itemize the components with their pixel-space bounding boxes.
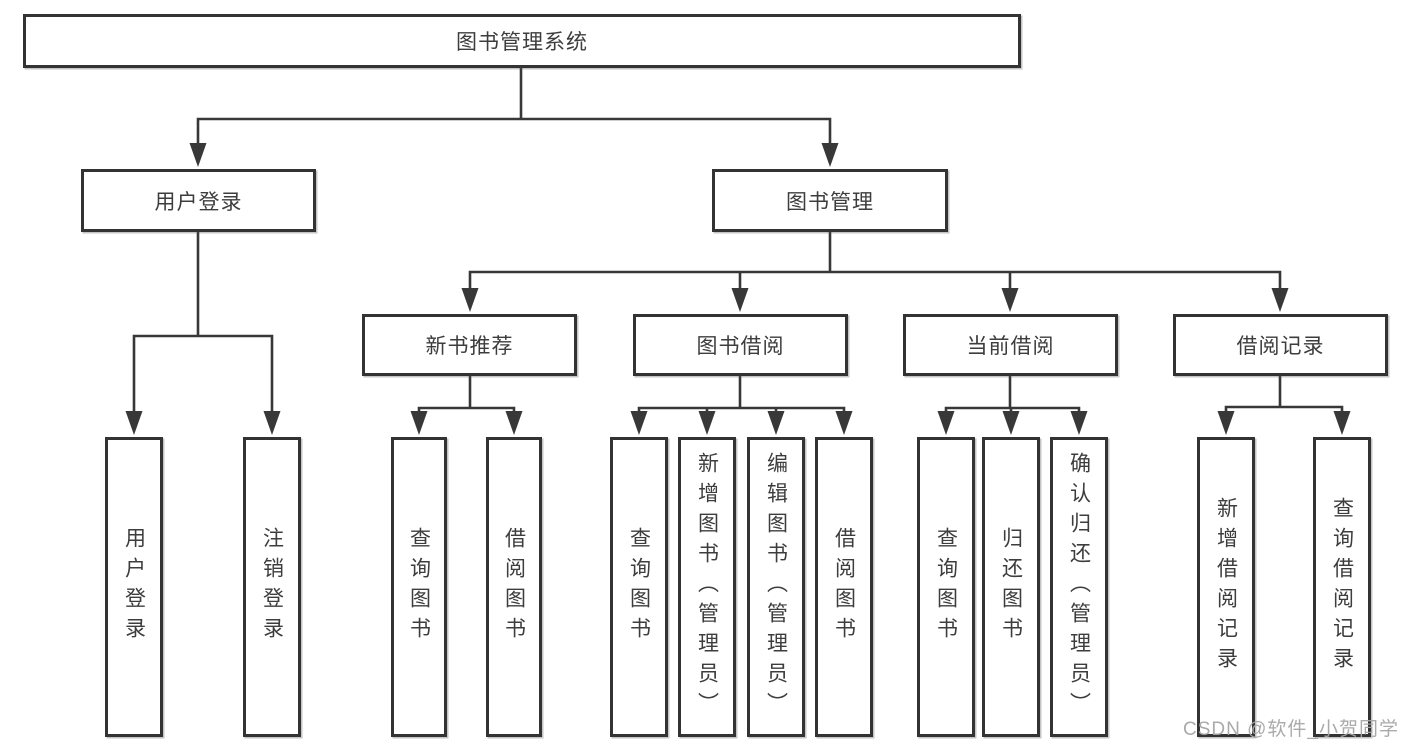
leaf-query-books-recommend-label: 查询图书 (407, 527, 431, 647)
node-borrow-records-label: 借阅记录 (1236, 335, 1325, 358)
leaf-add-borrow-record: 新增借阅记录 (1197, 437, 1255, 737)
leaf-query-borrow-record: 查询借阅记录 (1313, 437, 1371, 737)
node-book-borrow-label: 图书借阅 (696, 335, 785, 358)
node-book-management-label: 图书管理 (786, 190, 874, 214)
csdn-watermark: CSDN @软件_小贺同学 (1183, 719, 1399, 740)
leaf-add-books-admin: 新增图书（管理员） (678, 437, 736, 737)
node-current-borrow-label: 当前借阅 (966, 335, 1055, 358)
node-user-login-label: 用户登录 (154, 190, 243, 214)
node-book-management: 图书管理 (712, 169, 948, 232)
leaf-query-books-recommend: 查询图书 (391, 437, 447, 737)
leaf-query-books-current: 查询图书 (917, 437, 975, 737)
node-borrow-records: 借阅记录 (1173, 314, 1388, 376)
leaf-confirm-return-admin-label: 确认归还（管理员） (1067, 452, 1091, 722)
leaf-return-books: 归还图书 (982, 437, 1040, 737)
leaf-borrow-books: 借阅图书 (815, 437, 873, 737)
leaf-user-login: 用户登录 (105, 437, 163, 737)
node-user-login: 用户登录 (81, 169, 316, 232)
leaf-logout: 注销登录 (243, 437, 301, 737)
leaf-add-borrow-record-label: 新增借阅记录 (1214, 497, 1238, 677)
leaf-edit-books-admin: 编辑图书（管理员） (747, 437, 805, 737)
node-root-system: 图书管理系统 (23, 14, 1021, 68)
leaf-query-borrow-record-label: 查询借阅记录 (1330, 497, 1354, 677)
leaf-return-books-label: 归还图书 (999, 527, 1023, 647)
leaf-user-login-label: 用户登录 (122, 527, 146, 647)
leaf-logout-label: 注销登录 (260, 527, 284, 647)
leaf-confirm-return-admin: 确认归还（管理员） (1050, 437, 1108, 737)
leaf-edit-books-admin-label: 编辑图书（管理员） (764, 452, 788, 722)
node-new-book-recommend-label: 新书推荐 (425, 335, 514, 358)
leaf-query-books-borrow-label: 查询图书 (627, 527, 651, 647)
node-current-borrow: 当前借阅 (903, 314, 1118, 376)
leaf-borrow-books-label: 借阅图书 (832, 527, 856, 647)
node-root-label: 图书管理系统 (456, 31, 588, 54)
leaf-add-books-admin-label: 新增图书（管理员） (695, 452, 719, 722)
leaf-query-books-current-label: 查询图书 (934, 527, 958, 647)
leaf-query-books-borrow: 查询图书 (610, 437, 668, 737)
node-book-borrow: 图书借阅 (633, 314, 848, 376)
leaf-borrow-books-recommend-label: 借阅图书 (502, 527, 526, 647)
node-new-book-recommend: 新书推荐 (362, 314, 577, 376)
leaf-borrow-books-recommend: 借阅图书 (486, 437, 542, 737)
